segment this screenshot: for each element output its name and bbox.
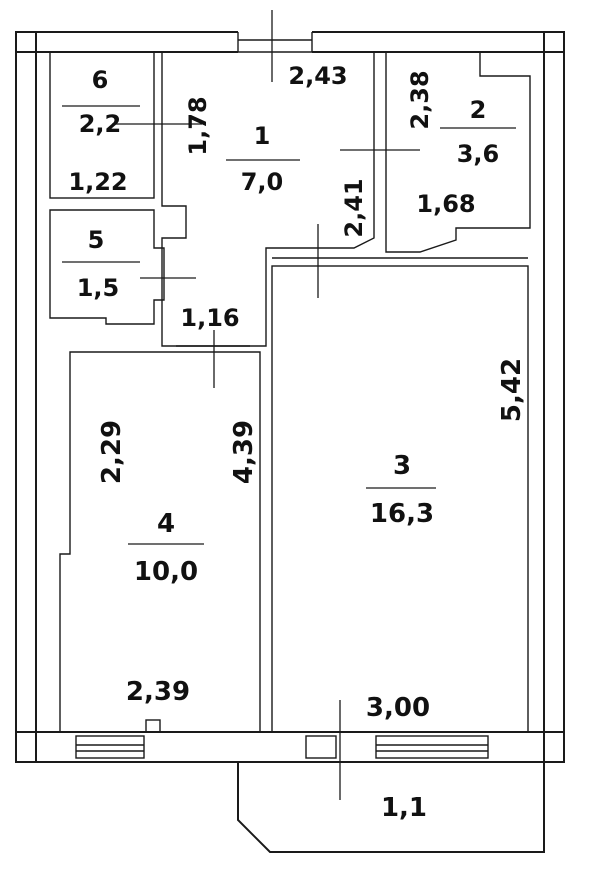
room-4 xyxy=(59,351,261,733)
room-6-number: 6 xyxy=(92,66,109,94)
room-2-number: 2 xyxy=(470,96,487,124)
room-4-height-right: 4,39 xyxy=(229,420,259,484)
room-3-number: 3 xyxy=(393,451,411,481)
room-6-width: 1,22 xyxy=(68,168,127,196)
room-5-number: 5 xyxy=(88,226,105,254)
room-4-number: 4 xyxy=(157,509,175,539)
windows xyxy=(75,735,489,759)
room-6-area: 2,2 xyxy=(79,110,122,138)
room-1-height-right: 2,41 xyxy=(340,178,368,237)
room-3-area: 16,3 xyxy=(370,499,434,529)
room-6 xyxy=(49,51,155,199)
room-3-width: 3,00 xyxy=(366,693,430,723)
balcony-area: 1,1 xyxy=(381,793,427,823)
room-2-area: 3,6 xyxy=(457,140,500,168)
room-1-width: 2,43 xyxy=(288,62,347,90)
balcony xyxy=(237,762,545,853)
room-3 xyxy=(271,265,529,733)
room-4-width: 2,39 xyxy=(126,677,190,707)
room-4-height-left: 2,29 xyxy=(97,420,127,484)
room-1-area: 7,0 xyxy=(241,168,284,196)
room-3-height: 5,42 xyxy=(497,358,527,422)
room-2 xyxy=(385,51,531,253)
room-1-bottom: 1,16 xyxy=(180,304,239,332)
room-5-area: 1,5 xyxy=(77,274,120,302)
room-2-height: 2,38 xyxy=(406,70,434,129)
room-2-width: 1,68 xyxy=(416,190,475,218)
room-1-height-left: 1,78 xyxy=(184,96,212,155)
room-1-number: 1 xyxy=(254,122,271,150)
room-4-area: 10,0 xyxy=(134,557,198,587)
dimension-lines xyxy=(62,10,516,800)
room-5 xyxy=(49,209,165,325)
